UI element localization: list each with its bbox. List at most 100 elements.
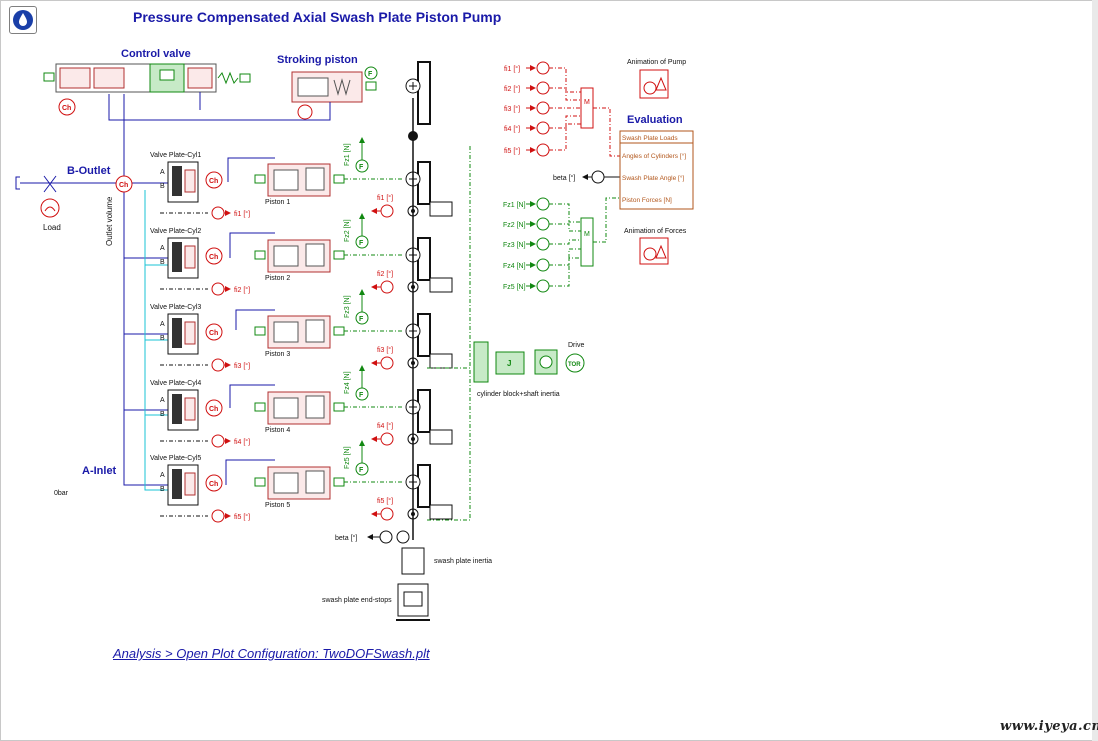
cylinder-chamber[interactable]: Ch	[205, 247, 223, 265]
svg-text:M: M	[584, 231, 590, 238]
cylinder-angle-label: fi2 [°]	[234, 286, 250, 294]
b-outlet-label: B-Outlet	[67, 165, 111, 177]
load-label: Load	[43, 223, 61, 232]
angle-mux[interactable]: M	[580, 87, 594, 129]
app-icon[interactable]	[9, 6, 37, 34]
force-sensor-label: F	[359, 240, 364, 247]
force-sensor-label: F	[368, 71, 373, 78]
force-sensor-label: F	[359, 467, 364, 474]
cylinder-chamber[interactable]: Ch	[205, 171, 223, 189]
stroking-piston[interactable]	[291, 71, 377, 103]
evaluation-row-angles: Angles of Cylinders [°]	[622, 152, 686, 160]
cylinder-chamber[interactable]: Ch	[205, 323, 223, 341]
chamber-label: Ch	[209, 406, 218, 413]
chamber-label: Ch	[209, 254, 218, 261]
control-valve[interactable]	[43, 63, 251, 93]
mux-force-input[interactable]	[536, 258, 550, 272]
force-sensor[interactable]: F	[355, 159, 369, 173]
piston-label: Piston 1	[265, 199, 290, 206]
window-edge	[1092, 0, 1098, 741]
mux-force-input-label: Fz1 [N]	[503, 202, 526, 209]
swash-plate-end-stops[interactable]	[396, 583, 430, 621]
beta-label-bottom: beta [°]	[335, 534, 357, 542]
valve-plate[interactable]	[167, 161, 199, 203]
piston-label: Piston 3	[265, 351, 290, 358]
drive-torque[interactable]: TOR	[565, 353, 585, 373]
mux-angle-input-label: fi4 [°]	[504, 125, 520, 133]
port-b-label: B	[160, 486, 165, 493]
force-sensor-label: F	[359, 392, 364, 399]
svg-text:M: M	[584, 99, 590, 106]
cylinder-chamber[interactable]: Ch	[205, 399, 223, 417]
mux-force-input[interactable]	[536, 237, 550, 251]
port-a-label: A	[160, 169, 165, 176]
torque-label: TOR	[568, 362, 581, 368]
angle-sensor[interactable]	[371, 507, 419, 521]
force-label: Fz5 [N]	[344, 446, 351, 469]
control-valve-chamber[interactable]: Ch	[58, 98, 76, 116]
mux-angle-input[interactable]	[536, 121, 550, 135]
load-orifice[interactable]	[40, 175, 60, 218]
stroking-piston-force-sensor[interactable]: F	[364, 66, 378, 80]
valve-plate[interactable]	[167, 464, 199, 506]
animation-forces-label: Animation of Forces	[624, 228, 687, 235]
beta-sensor-top[interactable]	[582, 170, 620, 184]
piston-label: Piston 5	[265, 502, 290, 509]
valve-plate[interactable]	[167, 313, 199, 355]
evaluation-box[interactable]: Swash Plate Loads Angles of Cylinders [°…	[619, 130, 694, 210]
force-sensor[interactable]: F	[355, 462, 369, 476]
angle-sensor[interactable]	[371, 204, 419, 218]
rotor-angle-label: fi2 [°]	[377, 270, 393, 278]
piston[interactable]	[254, 239, 345, 273]
animation-forces-button[interactable]	[639, 237, 669, 265]
mux-force-input[interactable]	[536, 197, 550, 211]
port-a-label: A	[160, 397, 165, 404]
force-sensor[interactable]: F	[355, 387, 369, 401]
analysis-link[interactable]: Analysis > Open Plot Configuration: TwoD…	[113, 646, 430, 661]
valve-plate-label: Valve Plate-Cyl1	[150, 152, 201, 159]
valve-plate[interactable]	[167, 237, 199, 279]
swash-inertia-label: swash plate inertia	[434, 558, 492, 565]
swash-plate-inertia[interactable]	[401, 547, 425, 575]
swash-contact[interactable]	[405, 464, 453, 520]
mux-angle-input[interactable]	[536, 101, 550, 115]
cylinder-block[interactable]: J	[473, 341, 558, 383]
beta-sensor-bottom[interactable]	[367, 530, 410, 544]
force-sensor[interactable]: F	[355, 235, 369, 249]
mux-angle-input-label: fi5 [°]	[504, 147, 520, 155]
chamber-label: Ch	[119, 182, 128, 189]
evaluation-row-swash-angle: Swash Plate Angle [°]	[622, 174, 684, 182]
mux-angle-input[interactable]	[536, 81, 550, 95]
rotor-angle-label: fi1 [°]	[377, 194, 393, 202]
angle-sensor[interactable]	[371, 356, 419, 370]
piston[interactable]	[254, 466, 345, 500]
mux-angle-input[interactable]	[536, 143, 550, 157]
piston[interactable]	[254, 163, 345, 197]
stroking-piston-chamber[interactable]	[297, 104, 313, 120]
swash-contact[interactable]	[405, 237, 453, 293]
cylinder-chamber[interactable]: Ch	[205, 474, 223, 492]
force-sensor[interactable]: F	[355, 311, 369, 325]
valve-plate[interactable]	[167, 389, 199, 431]
port-b-label: B	[160, 411, 165, 418]
control-valve-label: Control valve	[121, 48, 191, 60]
animation-pump-button[interactable]	[639, 69, 669, 99]
force-label: Fz4 [N]	[344, 371, 351, 394]
piston[interactable]	[254, 315, 345, 349]
piston[interactable]	[254, 391, 345, 425]
mux-force-input[interactable]	[536, 217, 550, 231]
force-mux[interactable]: M	[580, 217, 594, 267]
mux-force-input[interactable]	[536, 279, 550, 293]
swash-contact[interactable]	[405, 161, 453, 217]
mux-angle-input[interactable]	[536, 61, 550, 75]
zero-bar-label: 0bar	[54, 490, 69, 497]
animation-pump-label: Animation of Pump	[627, 59, 686, 66]
outlet-volume-chamber[interactable]: Ch	[115, 175, 133, 193]
rotor-angle-label: fi3 [°]	[377, 346, 393, 354]
angle-sensor[interactable]	[371, 432, 419, 446]
cylinder-angle-label: fi3 [°]	[234, 362, 250, 370]
angle-sensor[interactable]	[371, 280, 419, 294]
chamber-label: Ch	[209, 330, 218, 337]
drive-label: Drive	[568, 342, 584, 349]
